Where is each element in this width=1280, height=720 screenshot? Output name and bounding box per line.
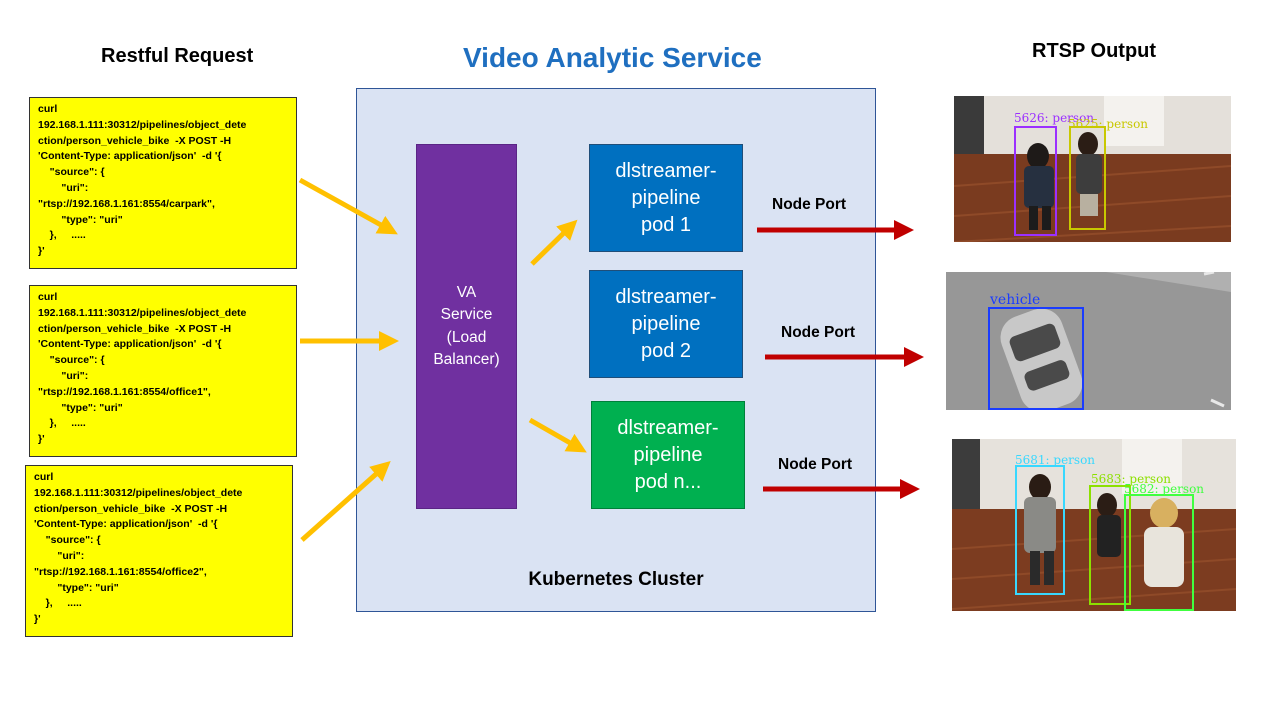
detection-label: vehicle [990, 292, 1041, 308]
frame-2-scene [946, 272, 1231, 410]
pod-n-label: dlstreamer- pipeline pod n... [617, 416, 719, 493]
arrow-request-3-to-service [300, 461, 391, 542]
pod-n: dlstreamer- pipeline pod n... [591, 401, 745, 509]
arrow-service-to-pod-n [528, 417, 587, 453]
node-port-label-3: Node Port [778, 456, 853, 473]
pod-1: dlstreamer- pipeline pod 1 [589, 144, 743, 252]
va-service-label: VA Service (Load Balancer) [433, 283, 500, 369]
detection-box [1069, 126, 1106, 230]
node-port-label-1: Node Port [772, 196, 847, 213]
request-box-office1: curl 192.168.1.111:30312/pipelines/objec… [29, 285, 297, 457]
kubernetes-cluster-label: Kubernetes Cluster [528, 569, 704, 590]
detection-box [1014, 126, 1057, 236]
detection-box [1089, 485, 1131, 605]
detection-label: 5681: person [1015, 453, 1096, 467]
rtsp-output-frame-3: 5681: person 5683: person 5682: person [952, 439, 1236, 611]
detection-label: 5683: person [1091, 472, 1172, 486]
request-box-carpark: curl 192.168.1.111:30312/pipelines/objec… [29, 97, 297, 269]
detection-box [1015, 465, 1065, 595]
pod-2-label: dlstreamer- pipeline pod 2 [615, 285, 717, 362]
request-box-office2: curl 192.168.1.111:30312/pipelines/objec… [25, 465, 293, 637]
detection-box [1124, 494, 1194, 611]
frame-1-scene [954, 96, 1231, 242]
arrow-service-to-pod-1 [530, 219, 578, 266]
node-port-label-2: Node Port [781, 324, 856, 341]
rtsp-output-frame-2: vehicle [946, 272, 1231, 410]
diagram-title: Video Analytic Service [463, 42, 762, 73]
detection-box [988, 307, 1084, 410]
arrow-request-1-to-service [298, 177, 398, 235]
pod-1-label: dlstreamer- pipeline pod 1 [615, 159, 717, 236]
detection-label: 5625: person [1068, 117, 1149, 131]
pod-2: dlstreamer- pipeline pod 2 [589, 270, 743, 378]
rtsp-output-frame-1: 5626: person 5625: person [954, 96, 1231, 242]
restful-request-heading: Restful Request [101, 45, 254, 67]
frame-3-scene [952, 439, 1236, 611]
va-service-load-balancer: VA Service (Load Balancer) [416, 144, 517, 509]
detection-label: 5626: person [1014, 111, 1095, 125]
detection-label: 5682: person [1124, 482, 1205, 496]
rtsp-output-heading: RTSP Output [1032, 40, 1157, 62]
